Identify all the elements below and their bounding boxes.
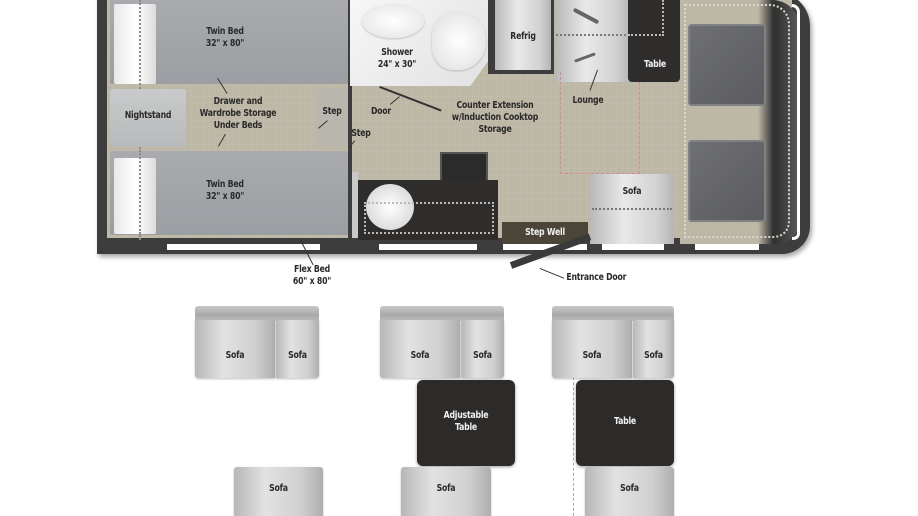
seating-option-3-sofa-top: Sofa Sofa (552, 306, 674, 378)
passenger-seat (688, 140, 766, 222)
seating-option-2-sofa-top: Sofa Sofa (380, 306, 504, 378)
lounge-bed-outline (560, 72, 640, 174)
door-window (503, 244, 587, 250)
step-well (502, 222, 588, 244)
sofa-label: Sofa (288, 350, 307, 361)
counter-dotted-extension (364, 202, 494, 234)
lounge-seat (556, 0, 630, 82)
table-dotted-extension (628, 0, 664, 36)
bath-wall (488, 0, 492, 74)
sofa-label: Sofa (436, 483, 456, 494)
seating-option-2-adjustable-table: Adjustable Table (417, 380, 515, 466)
step-edge (352, 172, 358, 238)
lounge-label: Lounge (572, 95, 604, 106)
bedroom-partition (348, 0, 352, 240)
refrig-label: Refrig (510, 31, 536, 42)
seating-option-3-table: Table (576, 380, 674, 466)
twin-bed-bottom-label: Twin Bed 32" x 80" (205, 179, 245, 202)
nightstand (110, 89, 186, 147)
table-label: Table (644, 59, 666, 70)
dinette-table (628, 0, 680, 82)
seating-option-1-sofa-top: Sofa Sofa (195, 306, 319, 378)
sofa-label: Sofa (410, 350, 430, 361)
sofa-label: Sofa (225, 350, 245, 361)
bedroom-window (167, 244, 320, 250)
twin-bed-top-label: Twin Bed 32" x 80" (205, 26, 245, 49)
storage-label: Drawer and Wardrobe Storage Under Beds (199, 96, 277, 131)
galley-window (379, 244, 477, 250)
sofa-label: Sofa (582, 350, 602, 361)
step-left-label: Step (322, 106, 342, 117)
entrance-door-label: Entrance Door (566, 272, 627, 283)
pillow-bottom (114, 158, 156, 234)
sofa-label: Sofa (269, 483, 288, 494)
sofa-label: Sofa (620, 483, 639, 494)
kitchen-sink-icon (366, 184, 414, 230)
nightstand-label: Nightstand (124, 110, 172, 121)
step-right-label: Step (351, 128, 371, 139)
living-window (602, 244, 664, 250)
shower-label: Shower 24" x 30" (377, 47, 417, 70)
sofa-label: Sofa (473, 350, 492, 361)
pillow-top (114, 4, 156, 84)
plan-sofa-dotted (592, 208, 672, 210)
sofa-label: Sofa (644, 350, 663, 361)
table-label: Table (614, 416, 636, 427)
seating-option-1-sofa-bottom: Sofa (234, 467, 323, 516)
adjustable-table-label: Adjustable Table (443, 410, 489, 433)
plan-sofa-label: Sofa (622, 186, 642, 197)
door-label: Door (370, 106, 392, 117)
driver-seat (688, 24, 766, 106)
flex-bed-label: Flex Bed 60" x 80" (292, 264, 332, 287)
seating-option-3-sofa-bottom: Sofa (585, 467, 674, 516)
bed-dotted-guide-bottom (139, 150, 141, 234)
seating-option-2-sofa-bottom: Sofa (401, 467, 491, 516)
lounge-dotted-line (556, 34, 630, 36)
sink-icon (362, 4, 424, 38)
entrance-door-leader (539, 268, 565, 279)
windshield (792, 4, 800, 240)
cab-dotted-outline (684, 4, 790, 238)
step-well-label: Step Well (525, 227, 565, 238)
cooktop-icon (440, 152, 488, 182)
step-left (315, 89, 348, 147)
cab-window (695, 244, 759, 250)
counter-label: Counter Extension w/Induction Cooktop St… (451, 100, 539, 135)
refrigerator (495, 0, 551, 70)
option-3-dashed-guide (573, 322, 574, 516)
toilet-icon (432, 12, 486, 70)
